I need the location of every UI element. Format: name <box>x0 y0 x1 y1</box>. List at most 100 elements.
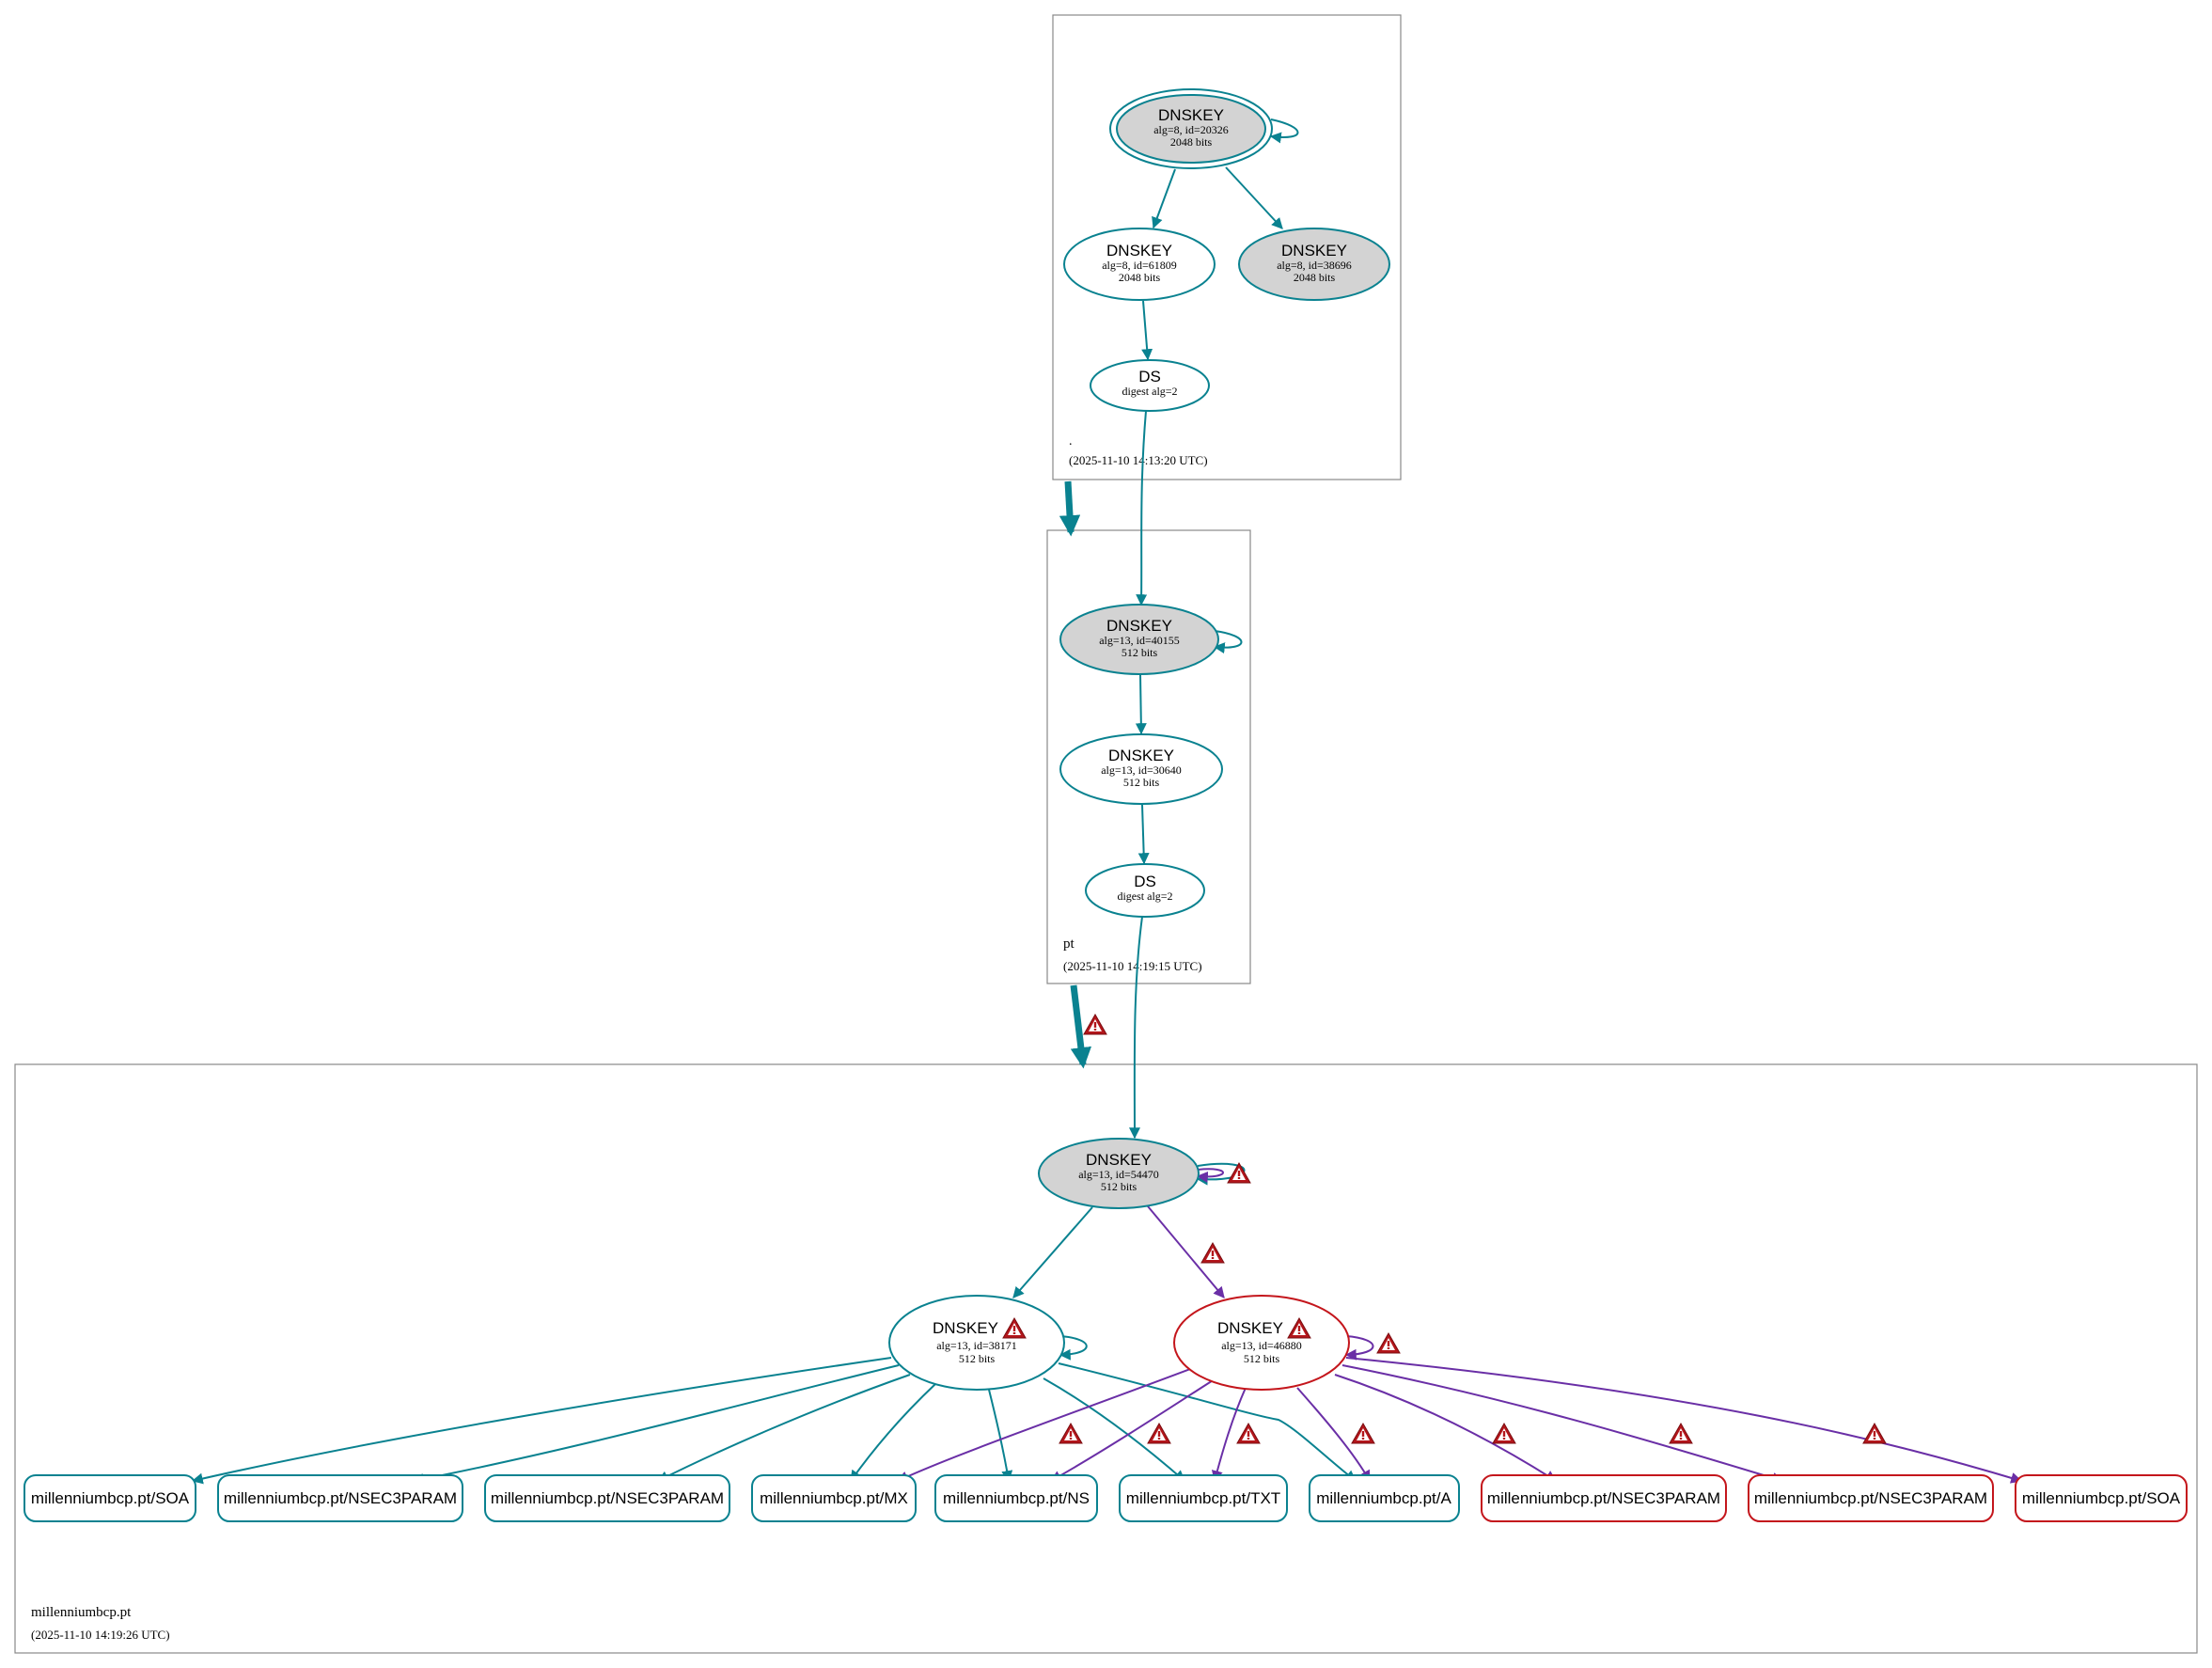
node-size: 2048 bits <box>1119 271 1161 284</box>
edge-zsk1-to-soa <box>191 1357 892 1485</box>
self-sign-zsk2 <box>1344 1335 1374 1361</box>
node-detail: alg=8, id=61809 <box>1102 259 1177 272</box>
zone-millenniumbcp: millenniumbcp.pt (2025-11-10 14:19:26 UT… <box>14 1063 2198 1654</box>
node-type: DS <box>1138 368 1161 386</box>
edge-zsk2-to-txt <box>1211 1387 1247 1483</box>
node-detail: digest alg=2 <box>1122 385 1177 398</box>
edge-root-ksk-to-zsk2 <box>1225 166 1283 229</box>
record-node: millenniumbcp.pt/NSEC3PARAM <box>1481 1474 1727 1522</box>
node-size: 2048 bits <box>1170 135 1213 149</box>
node-detail: alg=8, id=38696 <box>1277 259 1352 272</box>
record-label: millenniumbcp.pt/MX <box>760 1489 908 1507</box>
record-node: millenniumbcp.pt/TXT <box>1119 1474 1288 1522</box>
warning-icon <box>1862 1423 1887 1444</box>
node-type: DNSKEY <box>1106 242 1172 260</box>
node-size: 512 bits <box>1123 776 1160 789</box>
node-pt-ds: DS digest alg=2 <box>1085 863 1205 918</box>
warning-icon <box>1376 1332 1401 1354</box>
record-label: millenniumbcp.pt/NSEC3PARAM <box>1487 1489 1720 1507</box>
self-sign-pt-ksk <box>1213 630 1243 654</box>
edges-millenniumbcp <box>191 1162 2023 1485</box>
node-type: DNSKEY <box>1217 1319 1283 1337</box>
edge-zsk2-to-ns <box>1049 1377 1218 1482</box>
edge-zsk2-to-nsec3param-4 <box>1341 1364 1784 1484</box>
node-type: DNSKEY <box>1106 617 1172 635</box>
zone-root-name: . <box>1069 434 1073 448</box>
zone-root-timestamp: (2025-11-10 14:13:20 UTC) <box>1069 453 1208 467</box>
edges-pt <box>1128 630 1243 1140</box>
edge-zsk1-to-txt <box>1043 1377 1185 1482</box>
edge-zsk2-to-mx <box>896 1362 1206 1482</box>
record-node: millenniumbcp.pt/SOA <box>24 1474 196 1522</box>
node-detail: alg=13, id=46880 <box>1221 1339 1302 1352</box>
edge-zsk2-to-soa-2 <box>1345 1357 2023 1484</box>
record-nodes: millenniumbcp.pt/SOA millenniumbcp.pt/NS… <box>24 1474 2188 1522</box>
node-detail: alg=13, id=40155 <box>1099 634 1180 647</box>
warning-icon <box>1236 1423 1261 1444</box>
record-label: millenniumbcp.pt/NSEC3PARAM <box>1754 1489 1987 1507</box>
node-type: DNSKEY <box>1281 242 1347 260</box>
node-detail: alg=13, id=38171 <box>936 1339 1017 1352</box>
node-detail: alg=13, id=30640 <box>1101 763 1182 777</box>
record-label: millenniumbcp.pt/NSEC3PARAM <box>224 1489 457 1507</box>
delegation-pt-to-mbcp <box>1070 984 1092 1069</box>
record-label: millenniumbcp.pt/NSEC3PARAM <box>491 1489 724 1507</box>
node-detail: alg=8, id=20326 <box>1153 123 1229 136</box>
node-size: 512 bits <box>1244 1352 1280 1365</box>
edge-zsk1-to-ns <box>988 1389 1013 1483</box>
warning-icons <box>1059 1162 1887 1444</box>
node-size: 512 bits <box>959 1352 996 1365</box>
edge-mbcp-ksk-to-zsk1 <box>1012 1206 1093 1298</box>
node-type: DNSKEY <box>1086 1151 1152 1169</box>
record-label: millenniumbcp.pt/A <box>1316 1489 1451 1507</box>
warning-icon <box>1083 1014 1107 1035</box>
self-sign-mbcp-ksk-purple <box>1196 1168 1224 1183</box>
node-root-zsk: DNSKEY alg=8, id=61809 2048 bits <box>1063 228 1216 301</box>
node-type: DNSKEY <box>933 1319 998 1337</box>
node-type: DNSKEY <box>1108 747 1174 764</box>
self-sign-mbcp-ksk-teal <box>1196 1162 1246 1186</box>
record-node: millenniumbcp.pt/NSEC3PARAM <box>484 1474 730 1522</box>
record-label: millenniumbcp.pt/NS <box>943 1489 1090 1507</box>
zone-pt-timestamp: (2025-11-10 14:19:15 UTC) <box>1063 959 1202 973</box>
edge-pt-ds-to-mbcp-ksk <box>1128 916 1143 1140</box>
record-label: millenniumbcp.pt/SOA <box>2022 1489 2181 1507</box>
edge-zsk1-to-a <box>1058 1362 1357 1482</box>
zone-root: . (2025-11-10 14:13:20 UTC) <box>1052 14 1402 480</box>
warning-icon <box>1669 1423 1693 1444</box>
edge-root-ds-to-pt-ksk <box>1136 410 1148 606</box>
node-detail: alg=13, id=54470 <box>1078 1168 1159 1181</box>
zone-millenniumbcp-name: millenniumbcp.pt <box>31 1605 132 1620</box>
delegation-root-to-pt <box>1059 480 1081 537</box>
record-node: millenniumbcp.pt/NS <box>934 1474 1098 1522</box>
node-size: 2048 bits <box>1294 271 1336 284</box>
node-type: DNSKEY <box>1158 106 1224 124</box>
edge-zsk1-to-nsec3param-2 <box>656 1374 911 1482</box>
record-node: millenniumbcp.pt/MX <box>751 1474 917 1522</box>
warning-icon <box>1200 1242 1225 1264</box>
self-sign-root-ksk <box>1269 118 1299 144</box>
node-root-zsk2: DNSKEY alg=8, id=38696 2048 bits <box>1238 228 1390 301</box>
edges-root <box>1136 118 1299 606</box>
edge-root-zsk-to-ds <box>1141 300 1153 361</box>
node-size: 512 bits <box>1101 1180 1137 1193</box>
warning-icon <box>1227 1162 1251 1184</box>
node-mbcp-zsk2: DNSKEY alg=13, id=46880 512 bits <box>1173 1295 1350 1391</box>
node-root-ksk: DNSKEY alg=8, id=20326 2048 bits <box>1109 88 1273 169</box>
node-pt-ksk: DNSKEY alg=13, id=40155 512 bits <box>1059 604 1219 675</box>
record-label: millenniumbcp.pt/SOA <box>31 1489 190 1507</box>
edge-zsk2-to-nsec3param-3 <box>1334 1374 1558 1482</box>
delegation-arrows <box>1059 480 1107 1069</box>
self-sign-zsk1 <box>1059 1335 1088 1361</box>
warning-icon <box>1492 1423 1516 1444</box>
edge-pt-zsk-to-ds <box>1137 804 1150 865</box>
node-root-ds: DS digest alg=2 <box>1090 359 1210 412</box>
node-mbcp-zsk1: DNSKEY alg=13, id=38171 512 bits <box>888 1295 1065 1391</box>
warning-icon <box>1059 1423 1083 1444</box>
node-mbcp-ksk: DNSKEY alg=13, id=54470 512 bits <box>1038 1138 1200 1209</box>
edge-pt-ksk-to-zsk <box>1135 674 1147 735</box>
warning-icon <box>1147 1423 1171 1444</box>
node-pt-zsk: DNSKEY alg=13, id=30640 512 bits <box>1059 733 1223 805</box>
warning-icon <box>1351 1423 1375 1444</box>
